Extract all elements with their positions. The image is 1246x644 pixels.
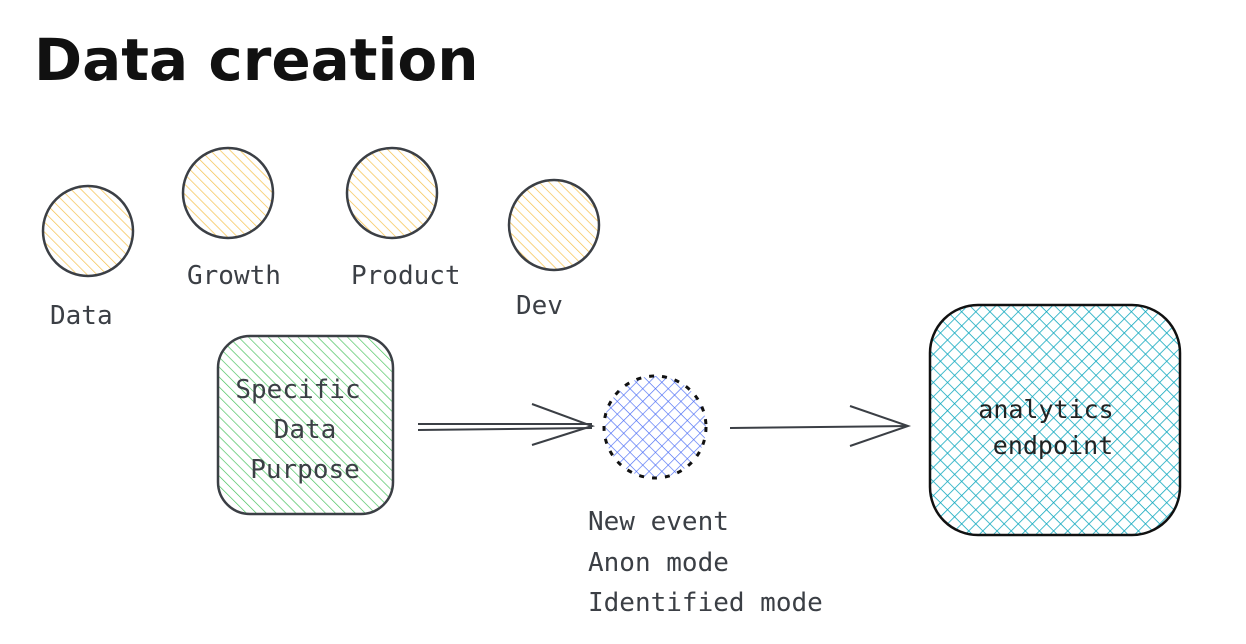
event-line: Identified mode [588,588,823,618]
purpose-line: Data [274,415,337,445]
page-title: Data creation [34,26,479,94]
team-data: Data [41,184,135,331]
team-growth: Growth [181,146,281,291]
team-dev: Dev [507,178,601,321]
team-circle [507,178,601,272]
endpoint-line: analytics [978,395,1113,424]
team-label: Growth [187,261,281,291]
purpose-line: Purpose [250,455,360,485]
endpoint-line: endpoint [993,431,1113,460]
event-node: New event Anon mode Identified mode [588,374,823,618]
arrow-purpose-to-event [417,403,596,446]
arrow-event-to-endpoint [729,405,912,447]
event-line: Anon mode [588,548,729,578]
purpose-line: Specific [235,375,360,405]
team-label: Dev [516,291,563,321]
endpoint-box: analytics endpoint [928,303,1182,537]
team-circle [345,146,439,240]
team-label: Product [351,261,461,291]
event-line: New event [588,507,729,537]
team-label: Data [50,301,113,331]
team-product: Product [345,146,461,291]
team-circle [181,146,275,240]
team-circle [41,184,135,278]
purpose-box: Specific Data Purpose [216,334,395,516]
